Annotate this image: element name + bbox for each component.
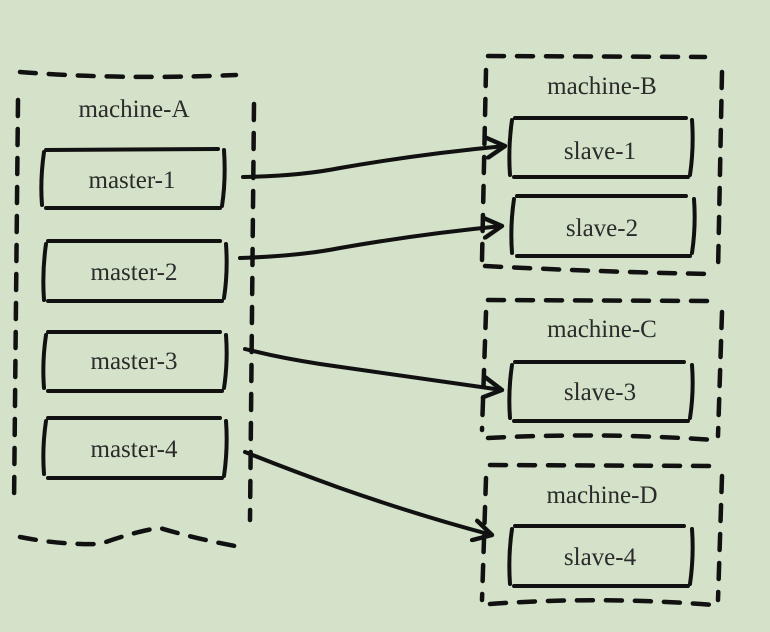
machine-d-container: machine-D slave-4 bbox=[479, 462, 725, 608]
node-label: master-2 bbox=[91, 259, 178, 286]
machine-a-border bbox=[11, 69, 257, 551]
edge-master-2-to-slave-2[interactable] bbox=[238, 226, 502, 260]
machine-b-border bbox=[479, 53, 725, 277]
edge-master-4-to-slave-4[interactable] bbox=[243, 450, 492, 535]
edges bbox=[238, 146, 505, 535]
node-master-3[interactable]: master-3 bbox=[41, 330, 229, 393]
machine-a-label: machine-A bbox=[78, 96, 189, 123]
machine-c-label: machine-C bbox=[547, 316, 657, 343]
machine-d-label: machine-D bbox=[546, 482, 657, 509]
machine-b-label: machine-B bbox=[547, 73, 657, 100]
machine-b-container: machine-B slave-1 slave-2 bbox=[479, 53, 725, 277]
node-label: slave-4 bbox=[564, 544, 637, 571]
node-label: master-3 bbox=[91, 348, 178, 375]
node-label: slave-1 bbox=[564, 138, 636, 165]
machine-c-border bbox=[479, 297, 725, 443]
edge-master-1-to-slave-1[interactable] bbox=[241, 146, 505, 179]
node-master-4[interactable]: master-4 bbox=[41, 416, 229, 480]
node-label: master-1 bbox=[89, 167, 176, 194]
node-slave-3[interactable]: slave-3 bbox=[507, 360, 695, 423]
node-label: slave-3 bbox=[564, 379, 636, 406]
edge-master-3-to-slave-3[interactable] bbox=[243, 347, 502, 390]
node-master-1[interactable]: master-1 bbox=[39, 147, 227, 210]
node-master-2[interactable]: master-2 bbox=[41, 239, 229, 303]
node-label: master-4 bbox=[91, 436, 178, 463]
node-slave-1[interactable]: slave-1 bbox=[507, 116, 695, 179]
node-slave-4[interactable]: slave-4 bbox=[507, 524, 695, 588]
machine-c-container: machine-C slave-3 bbox=[479, 297, 725, 443]
machine-a-container: machine-A master-1 master-2 master-3 mas… bbox=[11, 69, 257, 551]
node-slave-2[interactable]: slave-2 bbox=[509, 194, 697, 258]
node-label: slave-2 bbox=[566, 215, 638, 242]
